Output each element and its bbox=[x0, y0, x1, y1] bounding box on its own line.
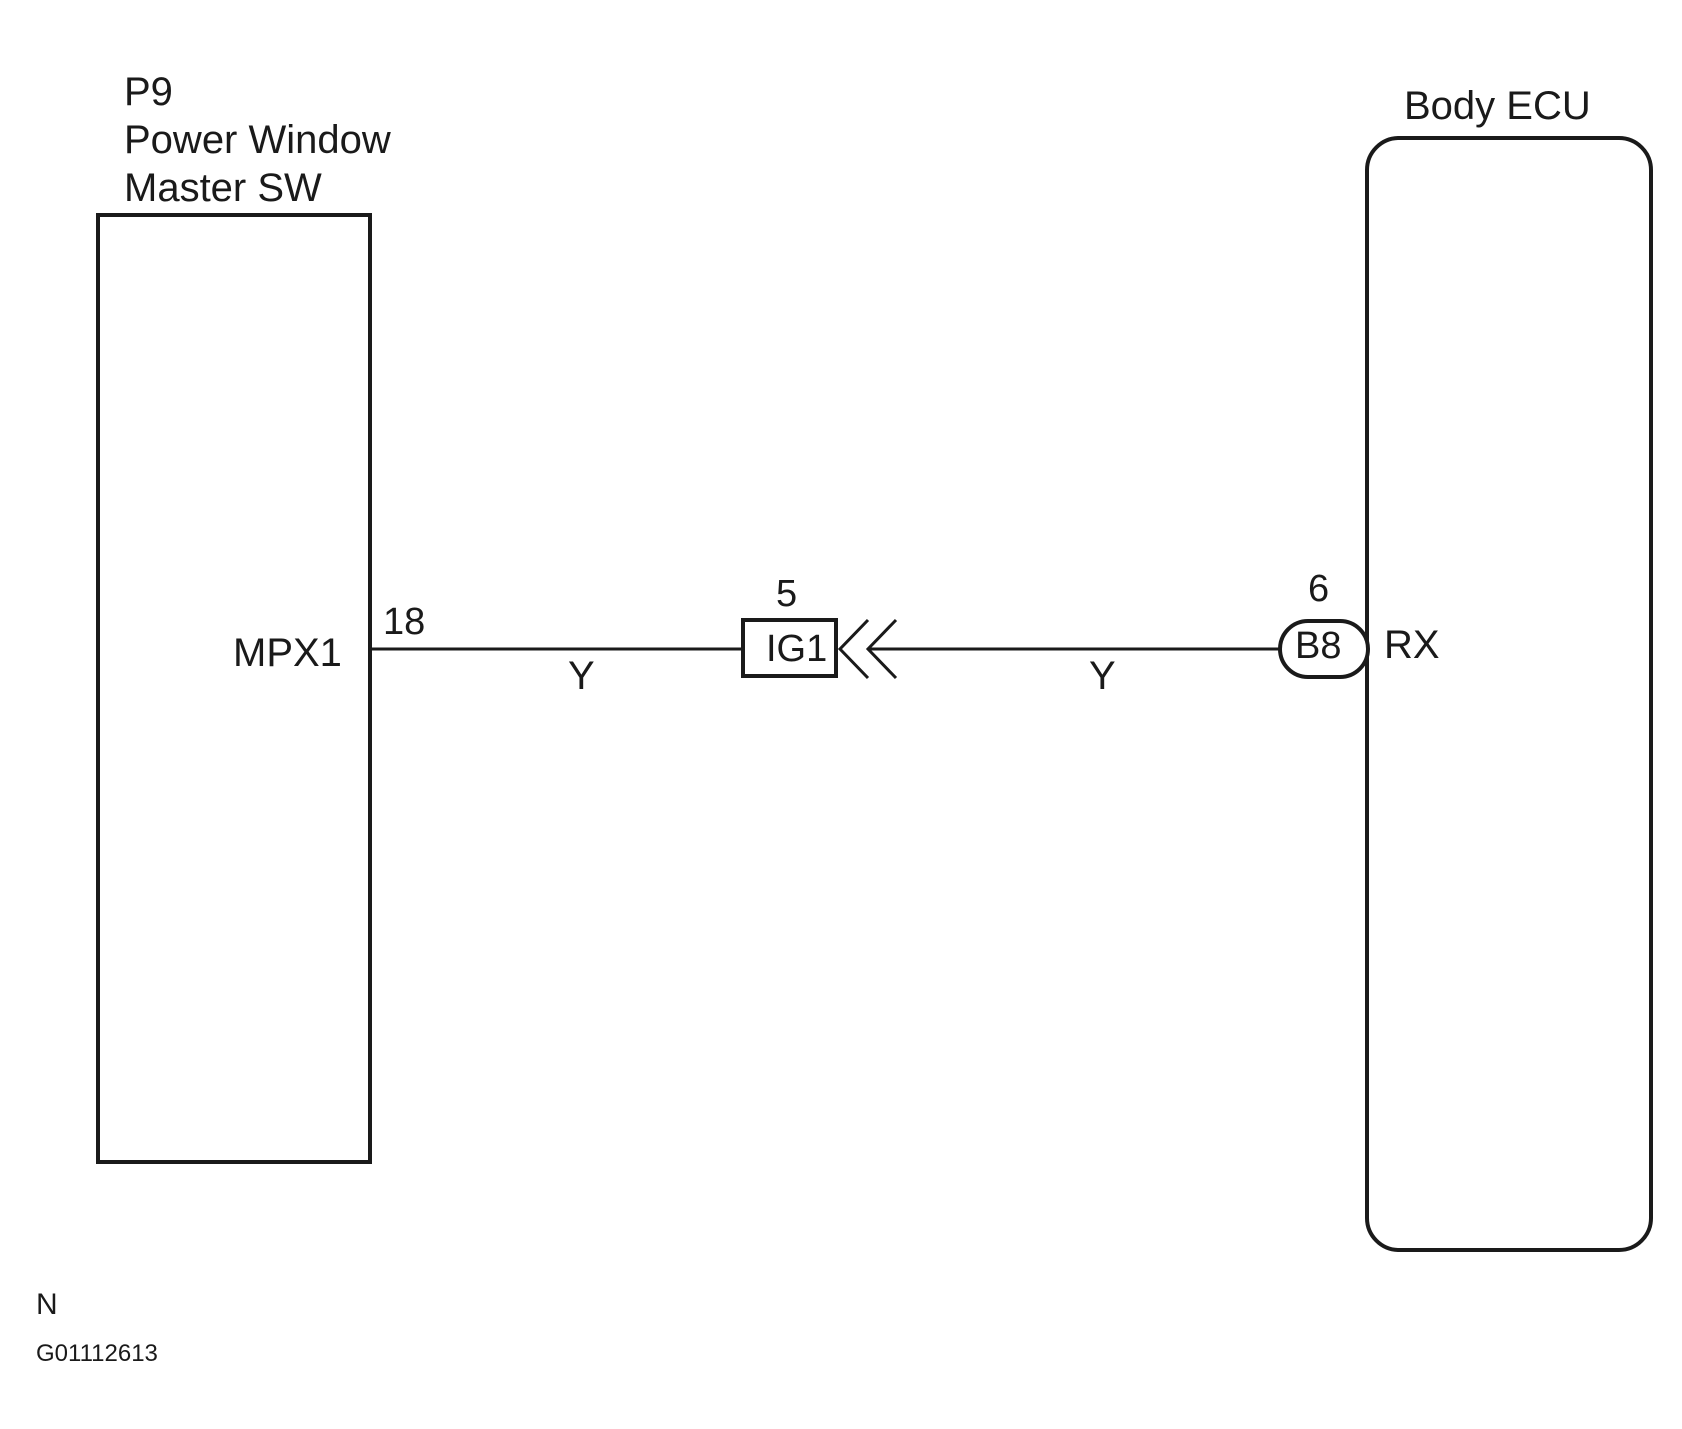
power-window-master-switch-box bbox=[96, 213, 372, 1164]
ig1-connector-box bbox=[741, 618, 838, 678]
pin-number-6: 6 bbox=[1308, 568, 1330, 610]
connector-label-ig1: IG1 bbox=[766, 628, 828, 670]
pin-number-18: 18 bbox=[383, 601, 426, 643]
wire-color-right: Y bbox=[1089, 654, 1116, 698]
body-ecu-box bbox=[1365, 136, 1653, 1252]
connector-label-b8: B8 bbox=[1295, 625, 1342, 667]
component-name-line-1: Power Window bbox=[124, 118, 391, 162]
footer-note: N bbox=[36, 1288, 58, 1321]
figure-id: G01112613 bbox=[36, 1340, 158, 1367]
terminal-label-rx: RX bbox=[1384, 623, 1440, 667]
component-name-line-2: Master SW bbox=[124, 166, 322, 210]
body-ecu-title: Body ECU bbox=[1404, 84, 1591, 128]
terminal-label-mpx1: MPX1 bbox=[233, 631, 342, 675]
pin-number-5: 5 bbox=[776, 573, 798, 615]
component-code-p9: P9 bbox=[124, 70, 173, 114]
b8-connector-oval bbox=[1278, 619, 1370, 679]
wire-color-left: Y bbox=[568, 654, 595, 698]
